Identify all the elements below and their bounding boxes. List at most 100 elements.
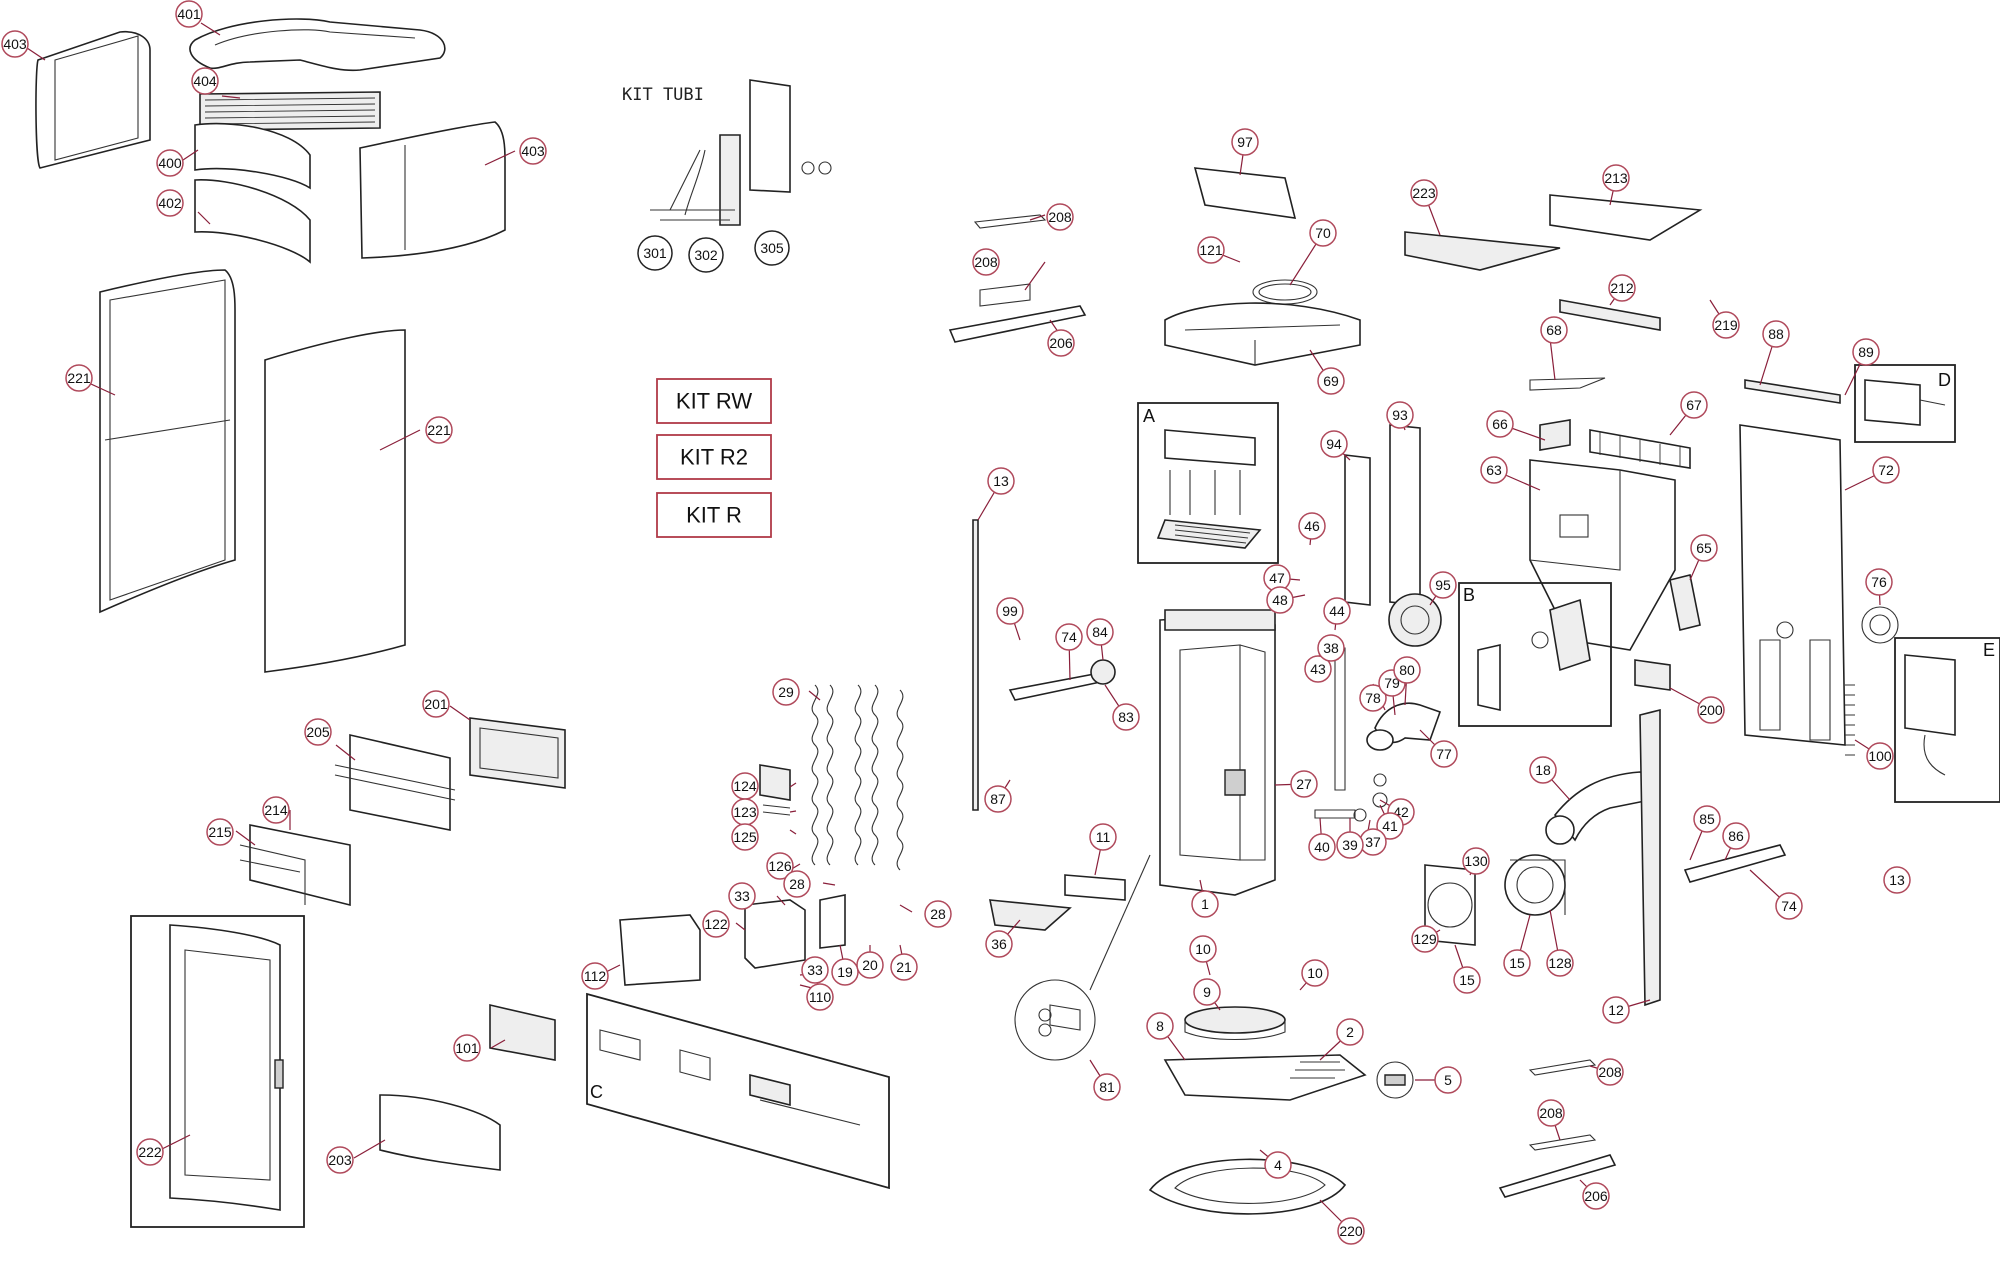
callout-70: 70 — [1309, 219, 1337, 247]
hopper-63 — [1529, 419, 1676, 651]
svg-text:28: 28 — [789, 876, 805, 892]
box-b — [1458, 582, 1612, 727]
svg-text:215: 215 — [208, 824, 232, 840]
svg-text:79: 79 — [1384, 675, 1400, 691]
svg-text:128: 128 — [1548, 955, 1572, 971]
svg-text:88: 88 — [1768, 326, 1784, 342]
svg-text:40: 40 — [1314, 839, 1330, 855]
svg-text:18: 18 — [1535, 762, 1551, 778]
callout-201: 201 — [422, 690, 450, 718]
fan-15 — [1504, 854, 1566, 916]
box-d — [1854, 364, 1956, 443]
door-222 — [130, 915, 305, 1228]
sheet-68 — [1529, 377, 1606, 391]
callout-83: 83 — [1112, 703, 1140, 731]
svg-text:400: 400 — [158, 155, 182, 171]
svg-text:99: 99 — [1002, 603, 1018, 619]
callout-219: 219 — [1712, 311, 1740, 339]
callout-72: 72 — [1872, 456, 1900, 484]
tray-36 — [989, 899, 1072, 931]
svg-text:208: 208 — [1598, 1064, 1622, 1080]
svg-text:212: 212 — [1610, 280, 1634, 296]
svg-text:404: 404 — [193, 73, 217, 89]
front-panel-400 — [194, 122, 311, 190]
svg-text:70: 70 — [1315, 225, 1331, 241]
callout-126: 126 — [766, 852, 794, 880]
callout-99: 99 — [996, 597, 1024, 625]
svg-text:100: 100 — [1868, 748, 1892, 764]
callout-403-left: 403 — [1, 30, 29, 58]
callout-81: 81 — [1093, 1073, 1121, 1101]
callout-2: 2 — [1336, 1018, 1364, 1046]
fan-95 — [1388, 593, 1442, 647]
callout-86: 86 — [1722, 822, 1750, 850]
svg-text:10: 10 — [1195, 941, 1211, 957]
callout-401: 401 — [175, 0, 203, 28]
callout-125: 125 — [731, 823, 759, 851]
box-c-label: C — [590, 1082, 603, 1102]
side-panel-221 — [264, 329, 406, 673]
fittings-37-42 — [1314, 773, 1388, 822]
svg-text:13: 13 — [1889, 872, 1905, 888]
callout-15-b: 15 — [1503, 949, 1531, 977]
svg-text:76: 76 — [1871, 574, 1887, 590]
svg-text:47: 47 — [1269, 570, 1285, 586]
callout-101: 101 — [453, 1034, 481, 1062]
brazier-9 — [1184, 1006, 1286, 1040]
svg-text:201: 201 — [424, 696, 448, 712]
callout-129: 129 — [1411, 925, 1439, 953]
svg-text:129: 129 — [1413, 931, 1437, 947]
svg-text:9: 9 — [1203, 984, 1211, 1000]
callout-97: 97 — [1231, 128, 1259, 156]
callout-65: 65 — [1690, 534, 1718, 562]
gearmotor-124 — [759, 764, 791, 816]
callout-1: 1 — [1191, 890, 1219, 918]
svg-text:221: 221 — [67, 370, 91, 386]
svg-text:219: 219 — [1714, 317, 1738, 333]
tray-223 — [1404, 231, 1561, 271]
board-200 — [1634, 659, 1671, 691]
callout-124: 124 — [731, 772, 759, 800]
svg-text:12: 12 — [1608, 1002, 1624, 1018]
svg-text:213: 213 — [1604, 170, 1628, 186]
front-door-frame-221 — [99, 269, 236, 614]
svg-text:41: 41 — [1382, 818, 1398, 834]
svg-text:38: 38 — [1323, 640, 1339, 656]
bar-212 — [1559, 299, 1661, 331]
callout-38: 38 — [1317, 634, 1345, 662]
kit-rw-box: KIT RW — [656, 378, 772, 424]
svg-text:214: 214 — [264, 802, 288, 818]
callout-302: 302 — [688, 237, 724, 273]
svg-text:86: 86 — [1728, 828, 1744, 844]
svg-text:81: 81 — [1099, 1079, 1115, 1095]
svg-text:101: 101 — [455, 1040, 479, 1056]
svg-text:206: 206 — [1049, 335, 1073, 351]
callout-100: 100 — [1866, 742, 1894, 770]
svg-text:4: 4 — [1274, 1157, 1282, 1173]
svg-text:48: 48 — [1272, 592, 1288, 608]
svg-text:39: 39 — [1342, 837, 1358, 853]
svg-text:223: 223 — [1412, 185, 1436, 201]
callout-87: 87 — [984, 785, 1012, 813]
svg-text:33: 33 — [807, 962, 823, 978]
svg-text:43: 43 — [1310, 661, 1326, 677]
callout-46: 46 — [1298, 512, 1326, 540]
callout-67: 67 — [1680, 391, 1708, 419]
svg-text:93: 93 — [1392, 407, 1408, 423]
svg-text:121: 121 — [1199, 242, 1223, 258]
part-5 — [1376, 1061, 1414, 1099]
svg-text:203: 203 — [328, 1152, 352, 1168]
svg-text:80: 80 — [1399, 662, 1415, 678]
elbow-78 — [1366, 702, 1442, 751]
callout-11: 11 — [1089, 823, 1117, 851]
pipe-94 — [1344, 454, 1371, 606]
svg-text:305: 305 — [760, 240, 784, 256]
svg-text:66: 66 — [1492, 416, 1508, 432]
svg-text:67: 67 — [1686, 397, 1702, 413]
bracket-206-top — [948, 283, 1087, 343]
callout-36: 36 — [985, 930, 1013, 958]
bracket-112 — [619, 914, 701, 986]
svg-text:2: 2 — [1346, 1024, 1354, 1040]
box-a — [1137, 402, 1279, 564]
callout-4: 4 — [1264, 1151, 1292, 1179]
